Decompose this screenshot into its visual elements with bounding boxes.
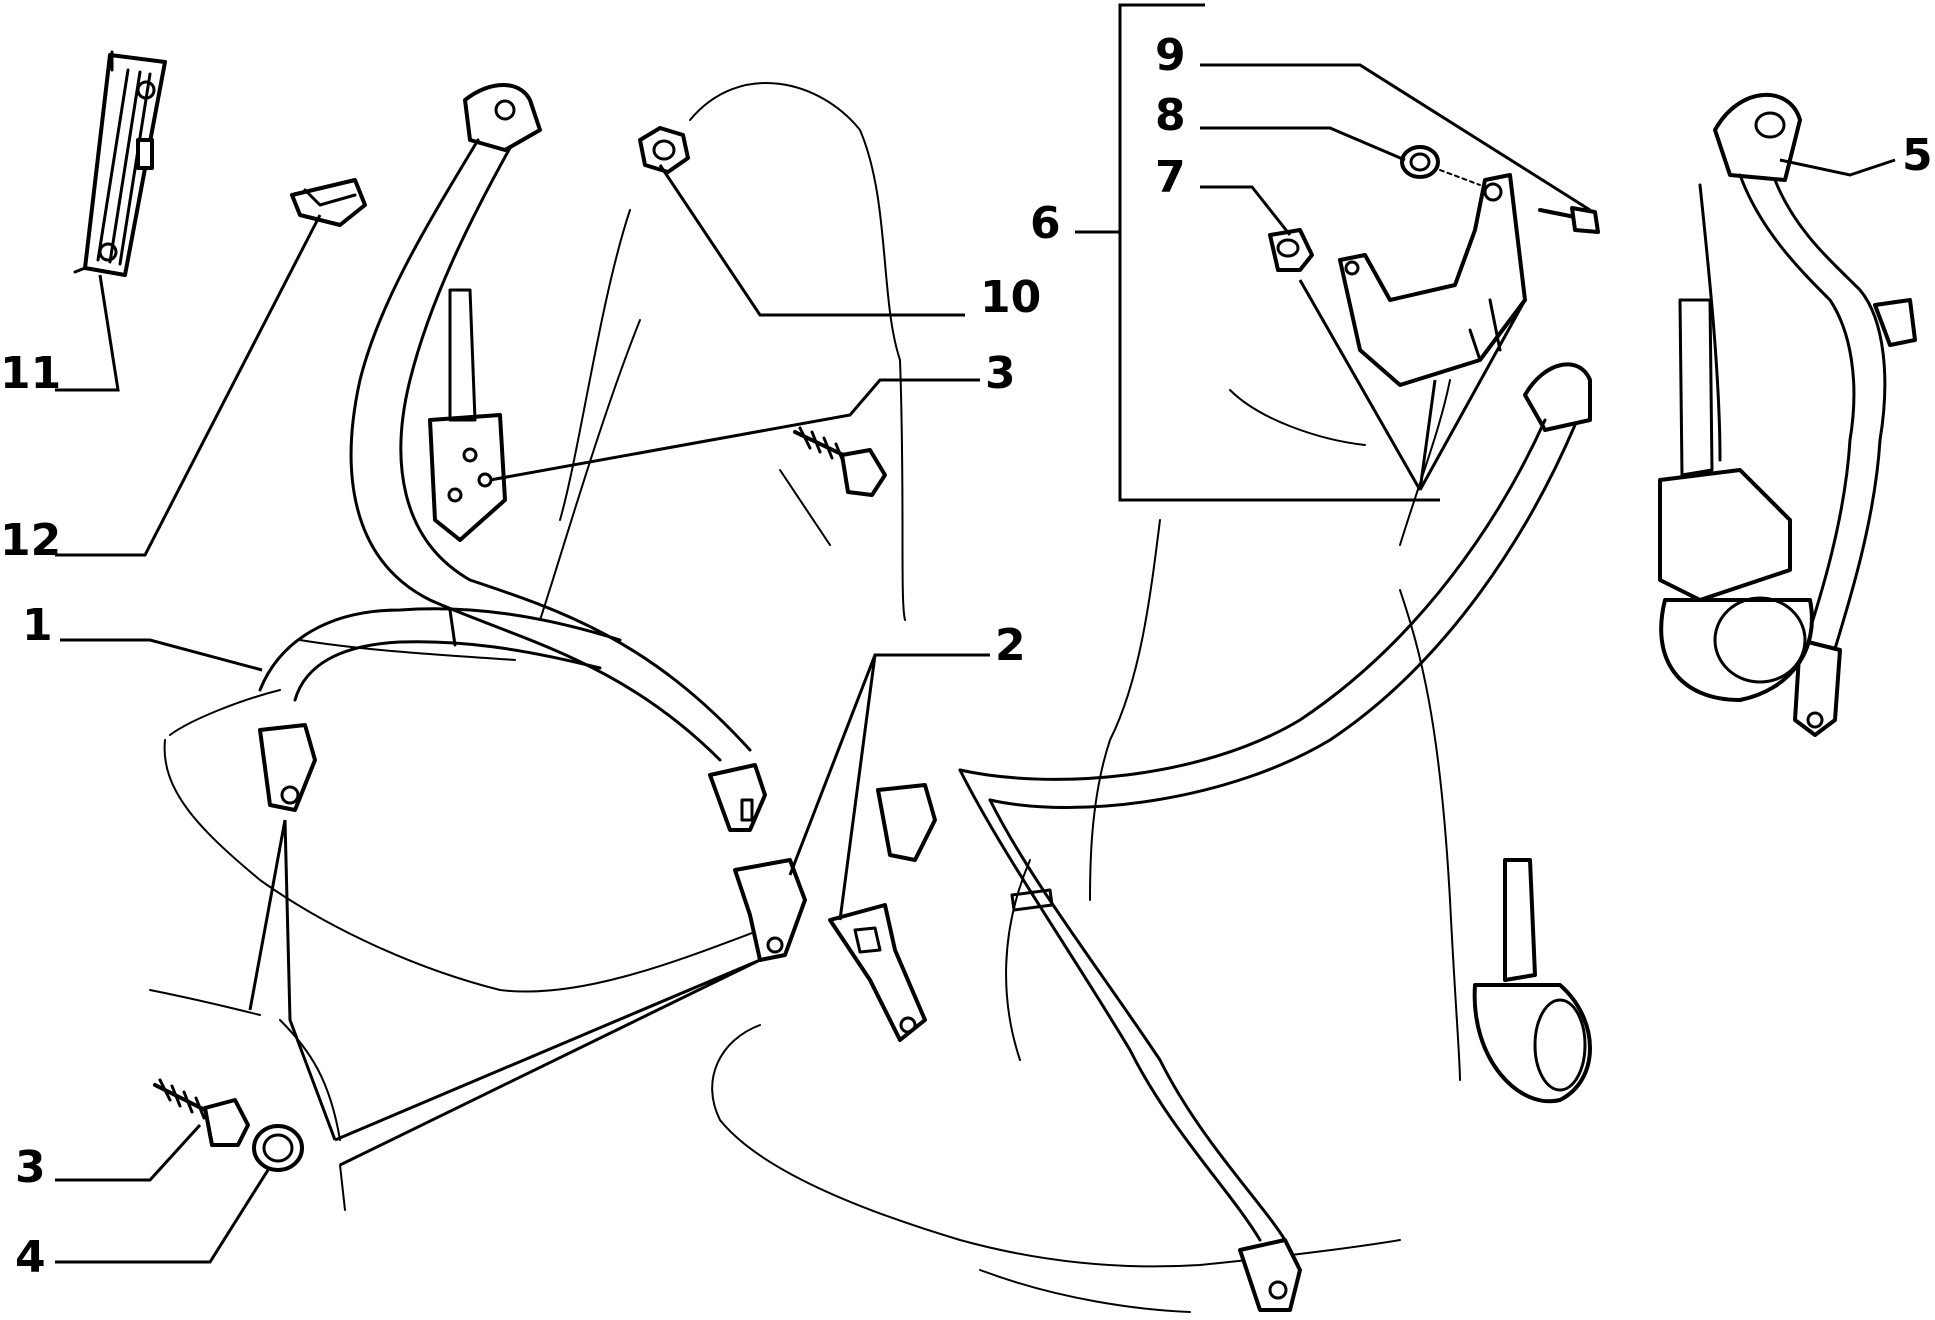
- callout-numbers: 11 12 1 3 4 10 3 2 9 8 7 6 5: [0, 30, 1933, 1283]
- part-5-belt-with-retractor: [1658, 93, 1917, 737]
- callout-12: 12: [0, 515, 61, 566]
- left-front-belt-assembly: [258, 83, 767, 832]
- callout-6: 6: [1030, 198, 1061, 249]
- part-6-bracket: [1338, 173, 1527, 387]
- callout-1: 1: [22, 600, 53, 651]
- callout-2: 2: [995, 620, 1026, 671]
- callout-7: 7: [1155, 152, 1186, 203]
- rear-seat-backrest-outline: [1089, 519, 1161, 901]
- part-6-bracket-kit: [1118, 3, 1600, 502]
- part-12-clip: [290, 178, 367, 227]
- rear-belt-assembly: [876, 362, 1592, 1312]
- part-8-washer: [1400, 145, 1440, 179]
- part-3-bolt-upper: [793, 426, 887, 497]
- callout-10: 10: [980, 272, 1041, 323]
- part-10-nut: [638, 126, 690, 174]
- callout-8: 8: [1155, 90, 1186, 141]
- left-seat-cushion-outline: [163, 689, 761, 993]
- callout-3-lower: 3: [15, 1142, 46, 1193]
- leader-lines: [55, 63, 1896, 1264]
- part-4-spacer: [252, 1124, 304, 1172]
- seat-outlines: [149, 82, 1461, 1313]
- part-2-buckles: [733, 858, 927, 1042]
- part-9-bolt: [1439, 169, 1600, 234]
- part-11-anchor-rail: [73, 50, 167, 277]
- part-6-box-outline: [1118, 3, 1440, 502]
- callout-9: 9: [1155, 30, 1186, 81]
- callout-5: 5: [1902, 130, 1933, 181]
- part-3-bolt-lower: [153, 1078, 250, 1147]
- rear-seat-cushion-outline: [711, 1024, 1401, 1268]
- callout-4: 4: [15, 1232, 46, 1283]
- part-7-pin: [1268, 228, 1314, 272]
- left-seat-backrest-outline: [689, 82, 906, 621]
- callout-11: 11: [0, 348, 61, 399]
- callout-3-upper: 3: [985, 348, 1016, 399]
